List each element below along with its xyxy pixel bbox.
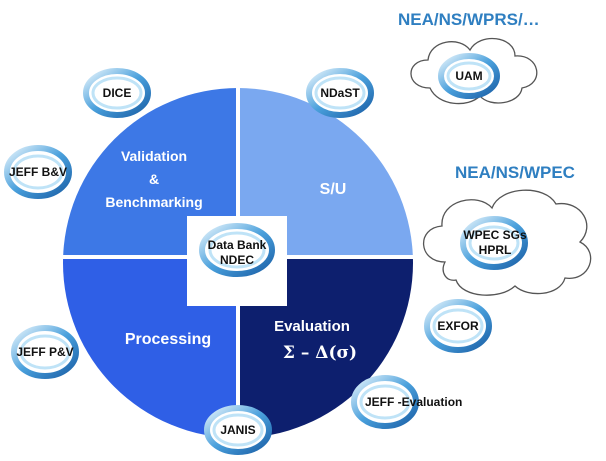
validation-line2: & — [148, 171, 160, 187]
node-jeff-bv: JEFF B&V — [8, 165, 67, 179]
ring-icon-janis — [204, 405, 272, 455]
su-label: S/U — [319, 181, 347, 198]
evaluation-formula: Σ – Δ(σ) — [282, 343, 358, 363]
node-jeff-eval: JEFF -Evaluation — [365, 395, 463, 409]
ring-icon-dice — [83, 68, 151, 118]
processing-label: Processing — [124, 331, 212, 348]
ring-icon-jeff-bv — [4, 145, 72, 199]
data-bank-line2: NDEC — [219, 253, 254, 267]
center-ring-icon — [199, 223, 275, 277]
node-janis: JANIS — [220, 423, 256, 437]
wprs-heading: NEA/NS/WPRS/… — [398, 10, 540, 29]
evaluation-label: Evaluation — [274, 318, 350, 335]
node-wpec: WPEC SGs HPRL — [460, 228, 530, 258]
node-exfor: EXFOR — [437, 319, 479, 333]
wpec-line1: WPEC SGs — [463, 228, 527, 242]
wpec-heading: NEA/NS/WPEC — [455, 163, 575, 182]
validation-line1: Validation — [120, 148, 188, 164]
node-dice: DICE — [102, 86, 132, 100]
ring-icon-wpec — [460, 216, 528, 270]
ring-icon-exfor — [424, 299, 492, 353]
data-bank-line1: Data Bank — [207, 238, 267, 252]
validation-label: Validation & Benchmarking — [90, 145, 218, 214]
wpec-line2: HPRL — [478, 243, 512, 257]
node-jeff-pv: JEFF P&V — [16, 345, 74, 359]
data-bank-label: Data Bank NDEC — [187, 238, 287, 268]
validation-line3: Benchmarking — [105, 194, 203, 210]
cloud-wpec — [422, 189, 592, 296]
ring-icon-ndast — [306, 68, 374, 118]
node-ndast: NDaST — [320, 86, 360, 100]
ring-icon-uam — [438, 53, 500, 99]
node-uam: UAM — [455, 69, 483, 83]
ring-icon-jeff-eval — [351, 375, 419, 429]
ring-icon-jeff-pv — [11, 325, 79, 379]
